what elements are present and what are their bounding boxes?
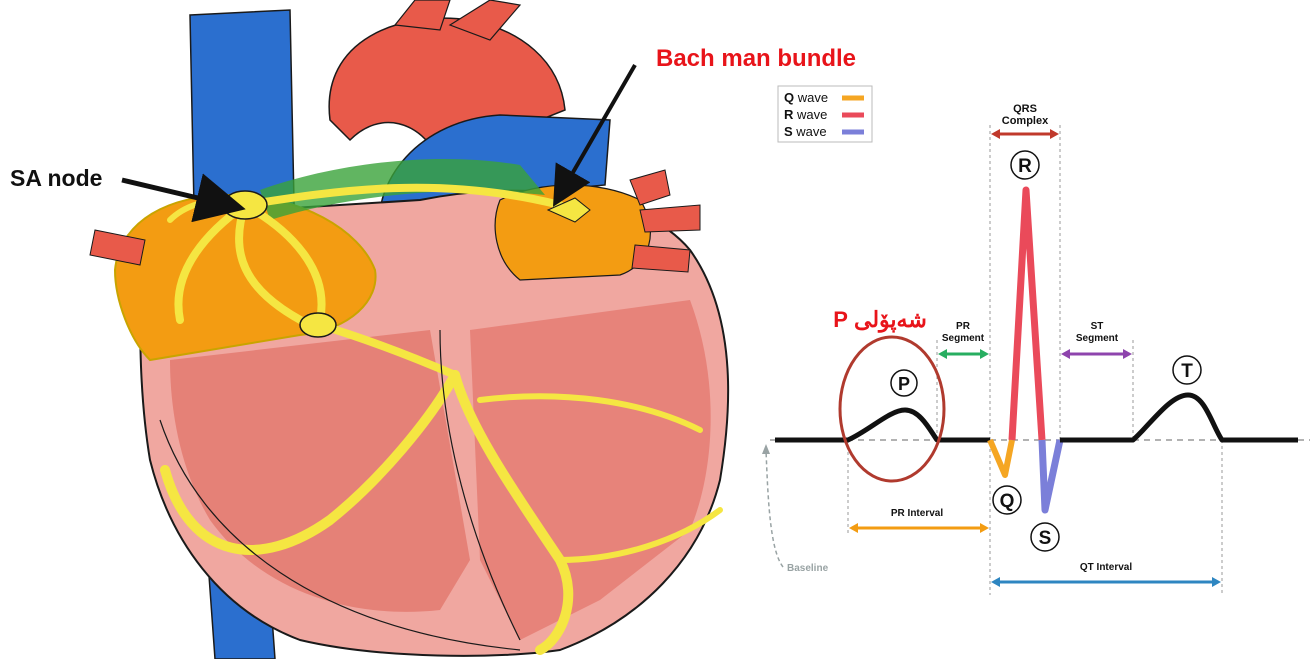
baseline-pointer (766, 450, 783, 567)
sa-node-label: SA node (10, 165, 102, 191)
qrs-label-line2: Complex (1002, 115, 1049, 127)
wave-letter-s: S (1031, 523, 1059, 551)
wave-letter-p: P (891, 370, 917, 396)
aortic-branch-1 (395, 0, 450, 30)
p-wave-kurdish-label: شەپۆلی P (833, 307, 927, 334)
pr-segment-arrow (938, 349, 989, 359)
pulmonary-vein-right-3 (632, 245, 690, 272)
st-segment-label-line1: ST (1091, 321, 1104, 332)
heart-illustration (90, 0, 728, 659)
qt-interval-label: QT Interval (1080, 562, 1132, 573)
qt-interval-arrow (991, 577, 1221, 587)
ecg-trace-st-and-t (1060, 395, 1298, 440)
svg-text:R: R (1018, 156, 1032, 177)
st-segment-arrow (1061, 349, 1132, 359)
bachmann-bundle-label: Bach man bundle (656, 45, 856, 72)
av-node (300, 313, 336, 337)
svg-text:Q: Q (1000, 491, 1015, 512)
svg-text:Q wave: Q wave (784, 90, 828, 105)
wave-letter-r: R (1011, 151, 1039, 179)
pr-segment-label-line2: Segment (942, 333, 985, 344)
q-wave-segment (990, 440, 1012, 475)
qrs-complex-arrow (991, 129, 1059, 139)
svg-text:R wave: R wave (784, 107, 827, 122)
baseline-label: Baseline (787, 563, 829, 574)
p-wave-highlight-circle (840, 337, 944, 481)
svg-text:T: T (1181, 361, 1193, 382)
svg-text:S: S (1039, 528, 1052, 549)
st-segment-label-line2: Segment (1076, 333, 1119, 344)
pr-interval-label: PR Interval (891, 508, 943, 519)
svg-text:P: P (898, 374, 910, 394)
ecg-diagram: Q wave R wave S wave (762, 86, 1310, 595)
s-wave-segment (1042, 440, 1060, 510)
ecg-trace-baseline-and-p (775, 410, 990, 440)
r-wave-segment (1012, 190, 1042, 440)
pr-segment-label-line1: PR (956, 321, 971, 332)
qrs-label-line1: QRS (1013, 103, 1037, 115)
baseline-pointer-head (762, 444, 770, 454)
wave-letter-t: T (1173, 356, 1201, 384)
pr-interval-arrow (849, 523, 989, 533)
wave-legend: Q wave R wave S wave (778, 86, 872, 142)
wave-letter-q: Q (993, 486, 1021, 514)
svg-text:S wave: S wave (784, 124, 827, 139)
pulmonary-vein-right-2 (640, 205, 700, 232)
